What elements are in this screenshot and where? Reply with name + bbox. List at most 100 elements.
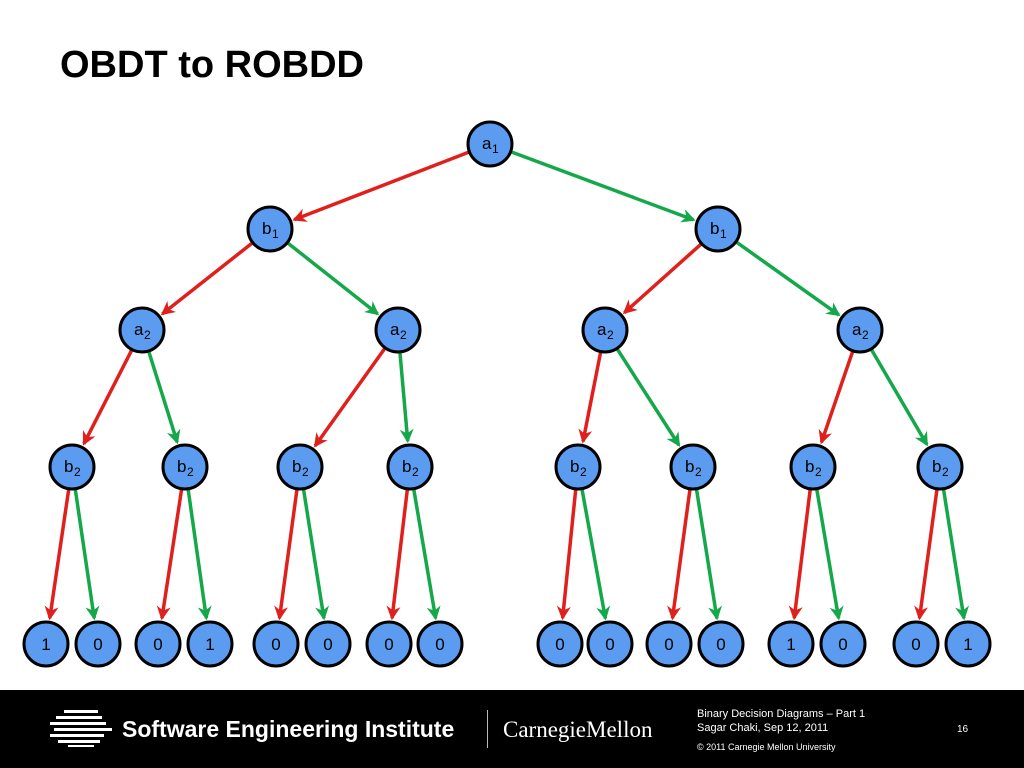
terminal-value: 1 xyxy=(205,635,214,654)
node-circle xyxy=(365,620,413,668)
terminal-node: 0 xyxy=(819,620,867,668)
node-subscript: 2 xyxy=(74,465,81,479)
node-subscript: 2 xyxy=(302,465,309,479)
terminal-node: 0 xyxy=(365,620,413,668)
low-edge xyxy=(578,352,603,444)
node-circle xyxy=(819,620,867,668)
high-edge xyxy=(186,489,212,621)
sei-org-name: Software Engineering Institute xyxy=(122,716,455,742)
terminal-node: 0 xyxy=(892,620,940,668)
terminal-value: 0 xyxy=(271,635,280,654)
node-subscript: 2 xyxy=(187,465,194,479)
node-circle xyxy=(252,620,300,668)
high-edge xyxy=(398,352,414,444)
node-label: a xyxy=(134,320,144,339)
node-circle xyxy=(669,443,717,491)
node-subscript: 2 xyxy=(862,328,869,342)
low-edge xyxy=(622,243,703,315)
node-label: b xyxy=(805,457,814,476)
terminal-node: 1 xyxy=(944,620,992,668)
node-label: a xyxy=(852,320,862,339)
node-subscript: 1 xyxy=(720,227,727,241)
node-circle xyxy=(22,620,70,668)
low-edge xyxy=(313,347,387,448)
node-subscript: 2 xyxy=(412,465,419,479)
node-circle xyxy=(892,620,940,668)
node-subscript: 1 xyxy=(492,142,499,156)
node-circle xyxy=(586,620,634,668)
terminal-value: 0 xyxy=(605,635,614,654)
node-circle xyxy=(536,620,584,668)
low-edge xyxy=(386,489,410,621)
node-circle xyxy=(916,443,964,491)
low-edge xyxy=(44,489,71,621)
high-edge xyxy=(147,351,181,445)
high-edge xyxy=(815,489,844,621)
node-circle xyxy=(304,620,352,668)
node-subscript: 2 xyxy=(695,465,702,479)
low-edge xyxy=(556,489,578,621)
terminal-node: 0 xyxy=(645,620,693,668)
terminal-node: 0 xyxy=(134,620,182,668)
low-edge xyxy=(292,150,470,222)
node-circle xyxy=(118,306,166,354)
node-subscript: 1 xyxy=(272,227,279,241)
terminal-node: 0 xyxy=(416,620,464,668)
node-circle xyxy=(694,205,742,253)
node-circle xyxy=(386,443,434,491)
node-subscript: 2 xyxy=(580,465,587,479)
high-edge xyxy=(412,489,441,621)
node-label: a xyxy=(482,134,492,153)
node-label: b xyxy=(292,457,301,476)
node-circle xyxy=(134,620,182,668)
node-label: b xyxy=(570,457,579,476)
terminal-node: 0 xyxy=(697,620,745,668)
node-circle xyxy=(374,306,422,354)
high-edge xyxy=(694,489,722,621)
high-edge xyxy=(301,489,329,621)
node-circle xyxy=(789,443,837,491)
high-edge xyxy=(615,348,681,447)
node-label: b xyxy=(262,219,271,238)
node-circle xyxy=(554,443,602,491)
low-edge xyxy=(274,489,299,621)
node-circle xyxy=(48,443,96,491)
node-label: b xyxy=(932,457,941,476)
node-subscript: 2 xyxy=(400,328,407,342)
low-edge xyxy=(667,489,692,621)
terminal-node: 0 xyxy=(536,620,584,668)
node-label: b xyxy=(64,457,73,476)
terminal-value: 0 xyxy=(323,635,332,654)
node-label: b xyxy=(402,457,411,476)
terminal-value: 0 xyxy=(555,635,564,654)
terminal-node: 1 xyxy=(767,620,815,668)
node-circle xyxy=(767,620,815,668)
footer-bar: Software Engineering Institute CarnegieM… xyxy=(0,690,1024,768)
terminal-node: 0 xyxy=(74,620,122,668)
terminal-node: 0 xyxy=(304,620,352,668)
low-edge xyxy=(818,351,855,445)
node-circle xyxy=(836,306,884,354)
node-subscript: 2 xyxy=(144,328,151,342)
terminal-value: 1 xyxy=(41,635,50,654)
footer-divider xyxy=(487,710,488,748)
terminal-value: 1 xyxy=(786,635,795,654)
deck-title: Binary Decision Diagrams – Part 1 xyxy=(697,708,866,720)
terminal-value: 0 xyxy=(911,635,920,654)
author-date: Sagar Chaki, Sep 12, 2011 xyxy=(697,722,829,734)
terminal-node: 0 xyxy=(586,620,634,668)
low-edge xyxy=(82,349,134,446)
cmu-wordmark: CarnegieMellon xyxy=(503,717,653,742)
